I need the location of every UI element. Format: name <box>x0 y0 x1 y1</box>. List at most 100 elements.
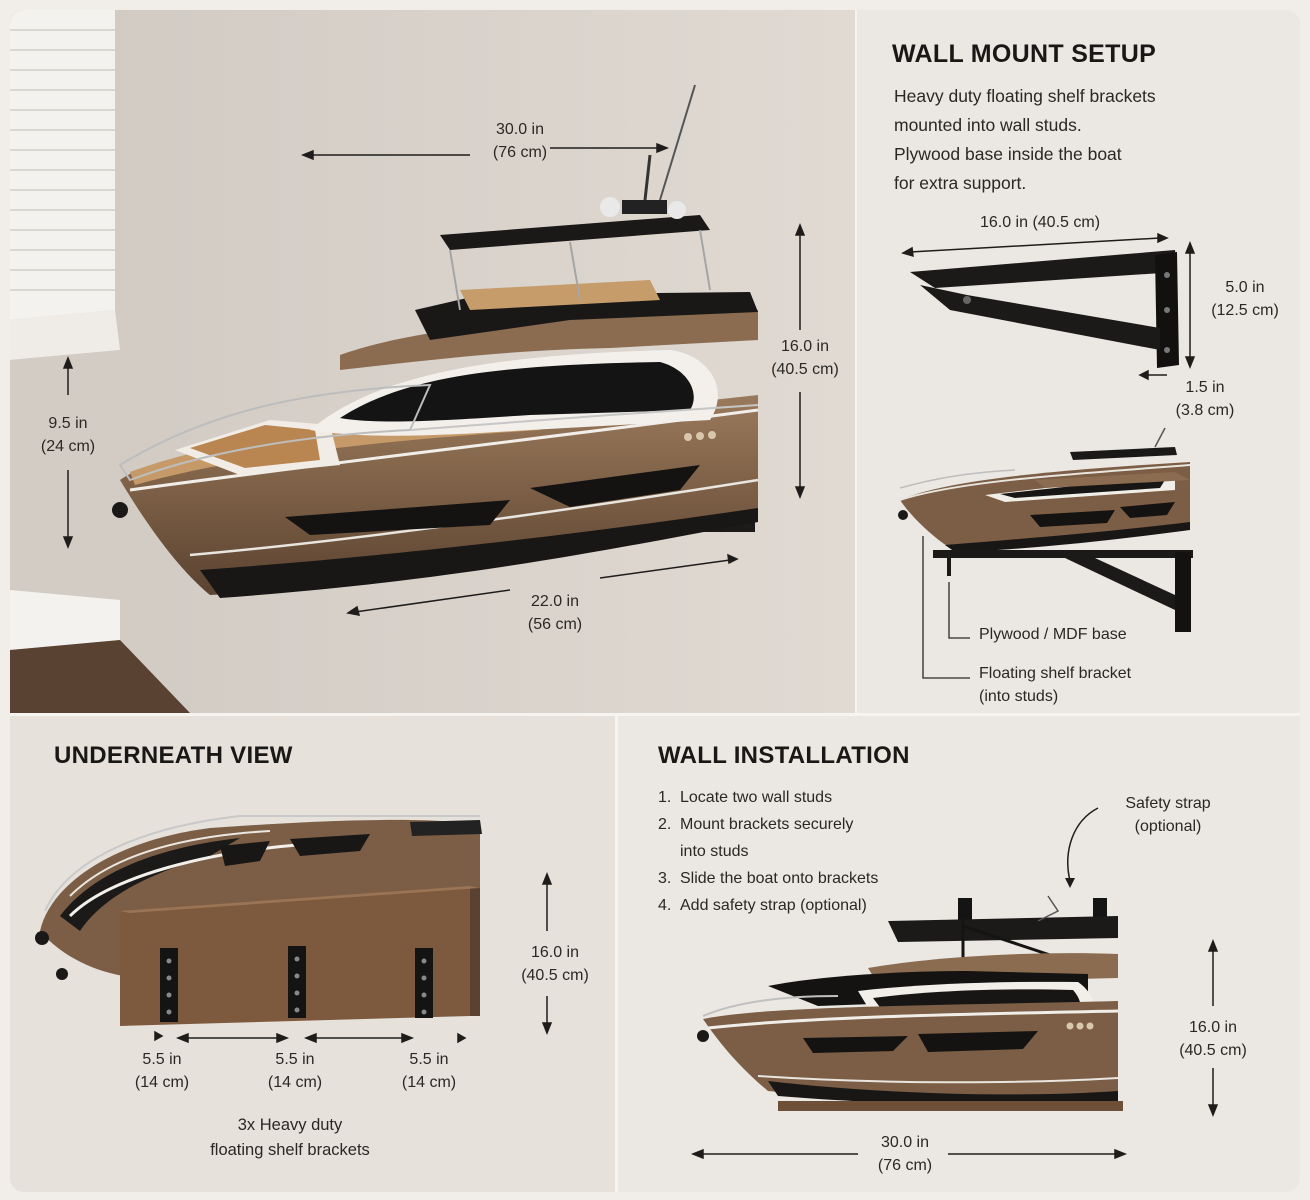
wall-mount-description: Heavy duty floating shelf brackets mount… <box>894 82 1156 198</box>
desc-line: Heavy duty floating shelf brackets <box>894 86 1156 106</box>
length-bottom-in: 22.0 in <box>530 593 580 610</box>
side-rail <box>409 404 759 431</box>
side-wall <box>10 350 120 630</box>
hero-panel: 30.0 in (76 cm) 16.0 in (40.5 cm) 9.5 in… <box>10 10 855 713</box>
height-right-label: 16.0 in (40.5 cm) <box>760 335 850 381</box>
wall-mount-title: WALL MOUNT SETUP <box>892 40 1157 68</box>
underneath-arrows <box>154 871 553 1044</box>
length-bottom-cm: (56 cm) <box>527 616 583 633</box>
wood-floor <box>10 640 190 713</box>
hero-illustration <box>10 10 855 713</box>
plywood-base-label: Plywood / MDF base <box>979 626 1127 643</box>
wall-mount-panel: WALL MOUNT SETUP Heavy duty floating she… <box>855 10 1300 713</box>
shelf-bracket-line: (into studs) <box>979 688 1059 705</box>
strap-pointer-arrow <box>1067 807 1099 882</box>
porthole <box>684 433 692 441</box>
bow-rail <box>118 383 432 482</box>
length-top-in: 30.0 in <box>495 121 545 138</box>
step-text: Mount brackets securely <box>680 816 854 833</box>
step-number: 3. <box>658 870 672 887</box>
porthole <box>696 432 704 440</box>
strap-label-line: Safety strap <box>1125 795 1211 812</box>
step-item: 3. Slide the boat onto brackets <box>658 865 878 892</box>
safety-strap-label: Safety strap (optional) <box>1108 792 1228 838</box>
spacing-in: 5.5 in <box>275 1051 315 1068</box>
spacing-cm: (14 cm) <box>134 1074 190 1091</box>
desc-line: mounted into wall studs. <box>894 115 1082 135</box>
panel-divider <box>855 10 857 713</box>
spacing-label-2: 5.5 in (14 cm) <box>255 1048 335 1094</box>
hull-window-1 <box>285 500 510 535</box>
step-text: Add safety strap (optional) <box>680 897 867 914</box>
height-left-cm: (24 cm) <box>40 438 96 455</box>
window-blinds <box>10 29 115 291</box>
height-left-label: 9.5 in (24 cm) <box>28 412 108 458</box>
height-right-cm: (40.5 cm) <box>771 361 839 378</box>
wall-installation-panel: WALL INSTALLATION 1.Locate two wall stud… <box>618 716 1300 1192</box>
underneath-illustration <box>35 815 553 1044</box>
step-number: 2. <box>658 816 672 833</box>
bracket-height-label: 5.0 in (12.5 cm) <box>1200 276 1290 322</box>
window-sill <box>10 310 120 360</box>
flybridge-seating <box>460 280 660 310</box>
floating-shelf-bracket <box>910 250 1179 368</box>
installation-length-label: 30.0 in (76 cm) <box>860 1131 950 1177</box>
step-item: 2. Mount brackets securely <box>658 811 878 838</box>
underneath-height-label: 16.0 in (40.5 cm) <box>510 941 600 987</box>
bracket-thickness-in: 1.5 in <box>1185 379 1225 396</box>
length-top-cm: (76 cm) <box>492 144 548 161</box>
shelf-bracket-label: Floating shelf bracket (into studs) <box>979 662 1131 708</box>
hardtop <box>440 215 710 250</box>
spacing-cm: (14 cm) <box>401 1074 457 1091</box>
window <box>10 10 115 320</box>
dimension-arrows <box>62 142 806 616</box>
installation-height-cm: (40.5 cm) <box>1179 1042 1247 1059</box>
length-top-label: 30.0 in (76 cm) <box>470 118 570 164</box>
installation-length-in: 30.0 in <box>880 1134 930 1151</box>
spacing-cm: (14 cm) <box>267 1074 323 1091</box>
porthole <box>708 431 716 439</box>
desc-line: for extra support. <box>894 173 1027 193</box>
desc-line: Plywood base inside the boat <box>894 144 1122 164</box>
bracket-straps <box>160 946 433 1022</box>
installation-height-in: 16.0 in <box>1188 1019 1238 1036</box>
wall <box>10 10 855 713</box>
spacing-in: 5.5 in <box>409 1051 449 1068</box>
length-bottom-label: 22.0 in (56 cm) <box>510 590 600 636</box>
bracket-height-in: 5.0 in <box>1225 279 1265 296</box>
radar-dome <box>668 201 686 219</box>
flybridge-deck <box>340 310 758 370</box>
bracket-height-cm: (12.5 cm) <box>1211 302 1279 319</box>
spacing-label-3: 5.5 in (14 cm) <box>389 1048 469 1094</box>
installation-steps: 1.Locate two wall studs 2.Mount brackets… <box>658 784 878 919</box>
radar-dome <box>600 197 620 217</box>
installation-height-label: 16.0 in (40.5 cm) <box>1168 1016 1258 1062</box>
radar-arch <box>622 200 667 214</box>
anchor <box>112 502 128 518</box>
underneath-view-panel: UNDERNEATH VIEW <box>10 716 615 1192</box>
mounted-boat-thumbnail <box>898 427 1193 632</box>
wall-installation-title: WALL INSTALLATION <box>658 742 910 769</box>
installed-boat <box>697 895 1123 1111</box>
bracket-diagram <box>898 232 1196 679</box>
strap-label-line: (optional) <box>1134 818 1202 835</box>
shelf-bracket-line: Floating shelf bracket <box>979 665 1132 682</box>
step-item: 4.Add safety strap (optional) <box>658 892 878 919</box>
installation-length-cm: (76 cm) <box>877 1157 933 1174</box>
caption-line: 3x Heavy duty <box>237 1116 343 1134</box>
hull-bottom <box>200 508 758 598</box>
bracket-thickness-label: 1.5 in (3.8 cm) <box>1160 376 1250 422</box>
step-text: Locate two wall studs <box>680 789 833 806</box>
underneath-caption: 3x Heavy duty floating shelf brackets <box>160 1113 420 1163</box>
panel-divider <box>615 716 618 1192</box>
step-text: Slide the boat onto brackets <box>680 870 879 887</box>
step-item: into studs <box>658 838 878 865</box>
cabin-windows <box>340 362 694 422</box>
underneath-view-title: UNDERNEATH VIEW <box>54 742 293 769</box>
underneath-height-cm: (40.5 cm) <box>521 967 589 984</box>
spacing-label-1: 5.5 in (14 cm) <box>122 1048 202 1094</box>
panel-divider <box>10 713 1300 716</box>
installation-arrows <box>690 938 1219 1160</box>
installation-illustration <box>690 807 1219 1160</box>
baseboard <box>10 590 120 650</box>
